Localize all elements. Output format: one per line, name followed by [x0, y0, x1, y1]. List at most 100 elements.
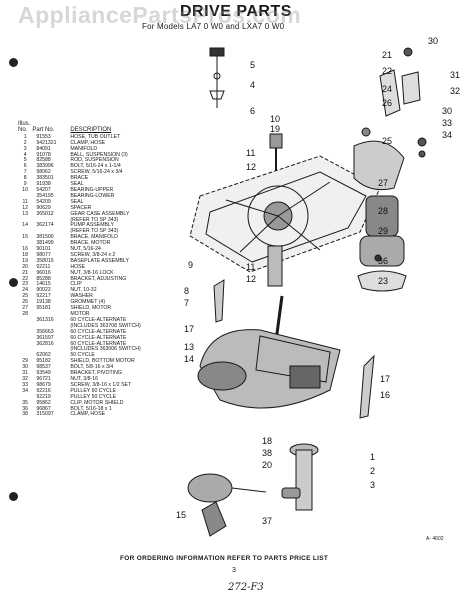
illus-number: 8 — [23, 175, 27, 182]
illus-number: 34 — [22, 387, 29, 394]
part-description: SCREW, 3/8-24 x 2 — [70, 251, 116, 258]
part-description: (INCLUDES 363708 SWITCH) — [70, 322, 141, 329]
part-description: MOTOR — [70, 311, 90, 317]
part-number: 82588 — [36, 157, 51, 164]
part-number: 95862 — [36, 399, 51, 406]
part-number: 85288 — [36, 275, 51, 282]
part-number: 90101 — [36, 246, 51, 253]
part-description: ROD, SUSPENSION — [70, 157, 119, 164]
table-row: 27 95181 SHIELD, MOTOR — [18, 305, 141, 312]
callout-number: 25 — [382, 136, 392, 146]
illus-number: 4 — [23, 151, 27, 158]
callout-number: 19 — [270, 124, 280, 134]
part-description: BRACE, MOTOR — [70, 240, 111, 247]
part-number: 14615 — [36, 281, 51, 288]
table-row: 5 82588 ROD, SUSPENSION — [18, 158, 141, 164]
part-description: SCREW, 5/16-24 x 3/4 — [70, 169, 123, 176]
part-description: PULLEY 50 CYCLE — [70, 393, 117, 400]
callout-number: 13 — [184, 342, 194, 352]
part-description: SHIELD, MOTOR — [70, 305, 112, 312]
part-number: 95181 — [36, 305, 51, 312]
callout-number: 11 — [246, 148, 255, 158]
part-number: 90629 — [36, 204, 51, 211]
part-number: 96721 — [36, 375, 51, 382]
illus-number: 6 — [23, 163, 27, 170]
illus-number: 3 — [23, 145, 27, 152]
part-number: 84091 — [36, 145, 51, 152]
part-description: SEAL — [70, 181, 84, 188]
callout-number: 24 — [382, 84, 392, 94]
part-description: WASHER — [70, 293, 93, 300]
part-number: 91938 — [36, 181, 51, 188]
callout-number: 17 — [380, 374, 390, 384]
callout-number: 17 — [184, 324, 194, 334]
illus-number: 5 — [23, 157, 27, 164]
illus-number: 27 — [22, 305, 29, 312]
handwritten-note: 272-F3 — [228, 582, 264, 593]
illus-number: 2 — [23, 139, 27, 146]
illus-number: 38 — [22, 411, 29, 418]
part-number: 91078 — [36, 151, 51, 158]
callout-number: 30 — [442, 106, 452, 116]
part-number: 365012 — [36, 210, 54, 217]
part-description: (INCLUDES 363006 SWITCH) — [70, 346, 141, 353]
part-number: 315097 — [36, 411, 54, 418]
part-number: 93549 — [36, 370, 51, 377]
callout-number: 27 — [378, 178, 388, 188]
illus-number: 32 — [22, 375, 29, 382]
callout-number: 6 — [250, 106, 255, 116]
column-header-part: Part No. — [32, 126, 55, 133]
binder-hole — [9, 58, 18, 67]
callout-number: 5 — [250, 60, 255, 70]
callout-number: 1 — [370, 452, 375, 462]
part-number: 381500 — [36, 234, 54, 241]
part-number: 19138 — [36, 299, 51, 306]
callout-number: 4 — [250, 80, 255, 90]
callout-number: 36 — [378, 256, 388, 266]
table-row: (REFER TO SP 343) — [18, 228, 141, 235]
illus-number: 21 — [22, 269, 29, 276]
part-number: 98077 — [36, 251, 51, 258]
callout-number: 26 — [382, 98, 392, 108]
part-description: SHIELD, BOTTOM MOTOR — [70, 358, 135, 365]
callout-number: 9 — [188, 260, 193, 270]
part-description: BALL, SUSPENSION (3) — [70, 151, 128, 158]
part-description: BOLT, 5/8-16 x 3/4 — [70, 364, 114, 371]
part-description: BRACE, MANIFOLD — [70, 234, 118, 241]
callout-number: 31 — [450, 70, 460, 80]
part-description: BRACE — [70, 175, 89, 182]
part-number: 92219 — [36, 393, 51, 400]
callout-number: 32 — [450, 86, 460, 96]
illus-number: 13 — [22, 210, 29, 217]
illus-number: 28 — [22, 311, 29, 317]
illus-number: 30 — [22, 364, 29, 371]
part-number: 356663 — [36, 328, 54, 335]
callout-number: 30 — [428, 36, 438, 46]
